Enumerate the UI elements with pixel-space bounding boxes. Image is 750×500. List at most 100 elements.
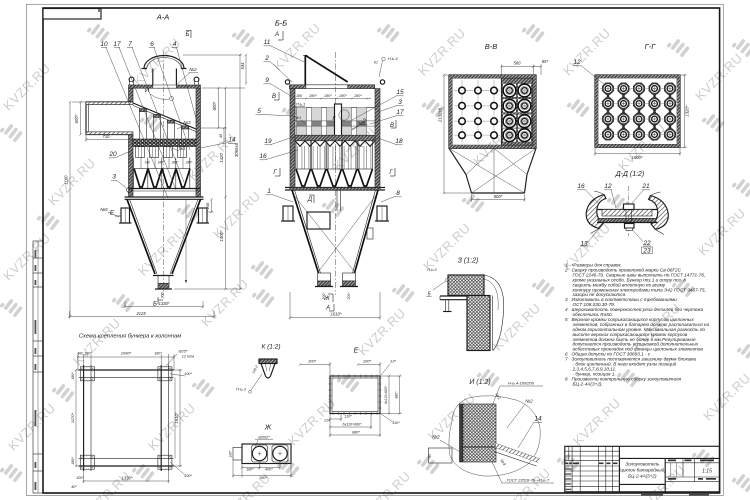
- svg-text:14: 14: [534, 416, 542, 423]
- svg-text:6х110=660*: 6х110=660*: [342, 423, 362, 427]
- svg-text:Е: Е: [354, 348, 359, 355]
- svg-text:ГОСТ 23518-79—П-Ь.Т: ГОСТ 23518-79—П-Ь.Т: [507, 478, 550, 483]
- svg-text:№2: №2: [525, 399, 533, 404]
- svg-text:ОСТ 108.030.30-79.: ОСТ 108.030.30-79.: [573, 302, 616, 307]
- svg-text:Б: Б: [186, 32, 190, 38]
- svg-text:12: 12: [604, 183, 612, 190]
- svg-text:280*: 280*: [323, 94, 332, 98]
- svg-text:№3: №3: [183, 120, 191, 125]
- svg-text:100*: 100*: [308, 359, 317, 364]
- svg-text:534: 534: [240, 62, 245, 70]
- svg-text:20: 20: [108, 151, 117, 158]
- svg-text:8: 8: [565, 376, 568, 381]
- svg-text:Золоуловитель поставляется зак: Золоуловитель поставляется заказчику дву…: [572, 357, 697, 362]
- svg-text:Золоуловитель: Золоуловитель: [625, 462, 659, 467]
- svg-text:5: 5: [427, 292, 431, 298]
- svg-text:А: А: [325, 306, 330, 312]
- svg-text:280*: 280*: [308, 94, 317, 98]
- svg-text:6: 6: [150, 41, 154, 48]
- svg-text:А: А: [274, 32, 279, 38]
- svg-text:1:15: 1:15: [702, 469, 712, 475]
- svg-text:Б-Б: Б-Б: [275, 19, 287, 28]
- svg-text:7: 7: [565, 357, 568, 362]
- svg-text:2: 2: [564, 267, 568, 272]
- svg-text:11: 11: [264, 39, 271, 46]
- svg-text:1610*: 1610*: [331, 312, 342, 317]
- svg-text:45: 45: [219, 133, 223, 138]
- svg-text:180*: 180*: [246, 468, 254, 472]
- svg-text:200*: 200*: [347, 292, 351, 301]
- svg-text:22: 22: [642, 240, 651, 247]
- svg-text:710: 710: [103, 134, 111, 139]
- svg-text:2,3,4,5,6,7,8,9,10,11.: 2,3,4,5,6,7,8,9,10,11.: [572, 366, 617, 371]
- svg-text:2132±8: 2132±8: [438, 107, 443, 123]
- svg-text:13: 13: [580, 241, 588, 248]
- svg-text:В-В: В-В: [485, 42, 498, 51]
- svg-text:1: 1: [267, 188, 271, 195]
- svg-text:№5: №5: [100, 207, 108, 212]
- svg-text:40*: 40*: [77, 352, 83, 356]
- svg-text:Д: Д: [307, 197, 313, 203]
- svg-text:6х110=660*: 6х110=660*: [384, 385, 388, 404]
- svg-text:800*: 800*: [212, 101, 217, 110]
- svg-text:5: 5: [257, 108, 261, 115]
- svg-text:580: 580: [514, 61, 522, 66]
- svg-text:15: 15: [396, 89, 404, 96]
- svg-text:280*: 280*: [171, 161, 179, 165]
- svg-text:280*: 280*: [185, 161, 193, 165]
- svg-text:БЦ-2-4А(3+2).: БЦ-2-4А(3+2).: [573, 381, 603, 386]
- svg-text:И: И: [145, 88, 150, 94]
- svg-text:П-Ь.3: П-Ь.3: [296, 103, 305, 107]
- svg-text:Ж: Ж: [264, 425, 272, 432]
- svg-text:1170*: 1170*: [70, 412, 75, 423]
- svg-text:280*: 280*: [353, 94, 362, 98]
- svg-text:4: 4: [173, 41, 177, 48]
- svg-text:П-Ь.3: П-Ь.3: [236, 388, 247, 392]
- svg-text:2125: 2125: [135, 311, 146, 316]
- svg-text:Ø25*: Ø25*: [178, 350, 188, 354]
- svg-text:Произвести контрольную сборку: Произвести контрольную сборку золоуловит…: [572, 376, 682, 381]
- svg-text:Г: Г: [389, 170, 393, 176]
- svg-text:Б: Б: [153, 302, 157, 308]
- svg-text:19: 19: [264, 138, 272, 145]
- svg-text:5: 5: [565, 317, 568, 322]
- svg-text:180*: 180*: [154, 352, 162, 356]
- svg-text:12 отв: 12 отв: [182, 355, 195, 359]
- svg-text:40*: 40*: [71, 485, 77, 489]
- svg-text:элементов, собранных в батарею: элементов, собранных в батарею должны ра…: [573, 322, 710, 327]
- svg-text:1320*: 1320*: [685, 105, 690, 116]
- svg-text:1160: 1160: [64, 175, 69, 185]
- svg-text:Н-Ь.4-100/200: Н-Ь.4-100/200: [508, 381, 535, 386]
- svg-text:280*: 280*: [157, 161, 165, 165]
- svg-text:140-2: 140-2: [251, 365, 259, 375]
- svg-text:17: 17: [113, 41, 121, 48]
- svg-text:100*: 100*: [363, 359, 372, 364]
- svg-text:Общие допуски по ГОСТ 30893.1: Общие допуски по ГОСТ 30893.1 - с: [572, 352, 651, 357]
- svg-text:9: 9: [265, 77, 269, 84]
- svg-text:асбестовых прокладок под фла: асбестовых прокладок под фланцы циклонны…: [573, 347, 704, 352]
- svg-text:1420: 1420: [219, 153, 224, 163]
- svg-text:3: 3: [565, 297, 568, 302]
- svg-text:И (1:2): И (1:2): [469, 379, 490, 386]
- svg-text:№2: №2: [432, 435, 440, 440]
- svg-text:12: 12: [573, 59, 581, 66]
- svg-text:1600*: 1600*: [632, 155, 643, 160]
- svg-text:Верхние кромки соприкасающихся: Верхние кромки соприкасающихся корпусов …: [572, 317, 695, 322]
- svg-text:1330*: 1330*: [159, 301, 170, 306]
- svg-text:№1: №1: [179, 146, 186, 151]
- svg-text:124: 124: [324, 419, 330, 423]
- svg-text:600*: 600*: [74, 114, 79, 123]
- svg-text:1090*: 1090*: [121, 351, 132, 356]
- svg-text:1610*: 1610*: [174, 412, 179, 423]
- svg-text:110*: 110*: [344, 415, 352, 419]
- svg-text:880*: 880*: [395, 391, 399, 399]
- svg-text:10: 10: [100, 41, 108, 48]
- svg-text:1330*: 1330*: [122, 476, 133, 481]
- svg-text:Изготовить в соответствии с тр: Изготовить в соответствии с требованиями: [572, 297, 678, 302]
- svg-text:100*: 100*: [184, 474, 192, 478]
- svg-text:№1: №1: [295, 115, 302, 120]
- svg-text:К: К: [333, 116, 337, 122]
- svg-text:(циклон батарейный): (циклон батарейный): [619, 467, 666, 473]
- svg-text:Н-Ь.4: Н-Ь.4: [388, 57, 398, 61]
- svg-text:А-А: А-А: [156, 13, 170, 22]
